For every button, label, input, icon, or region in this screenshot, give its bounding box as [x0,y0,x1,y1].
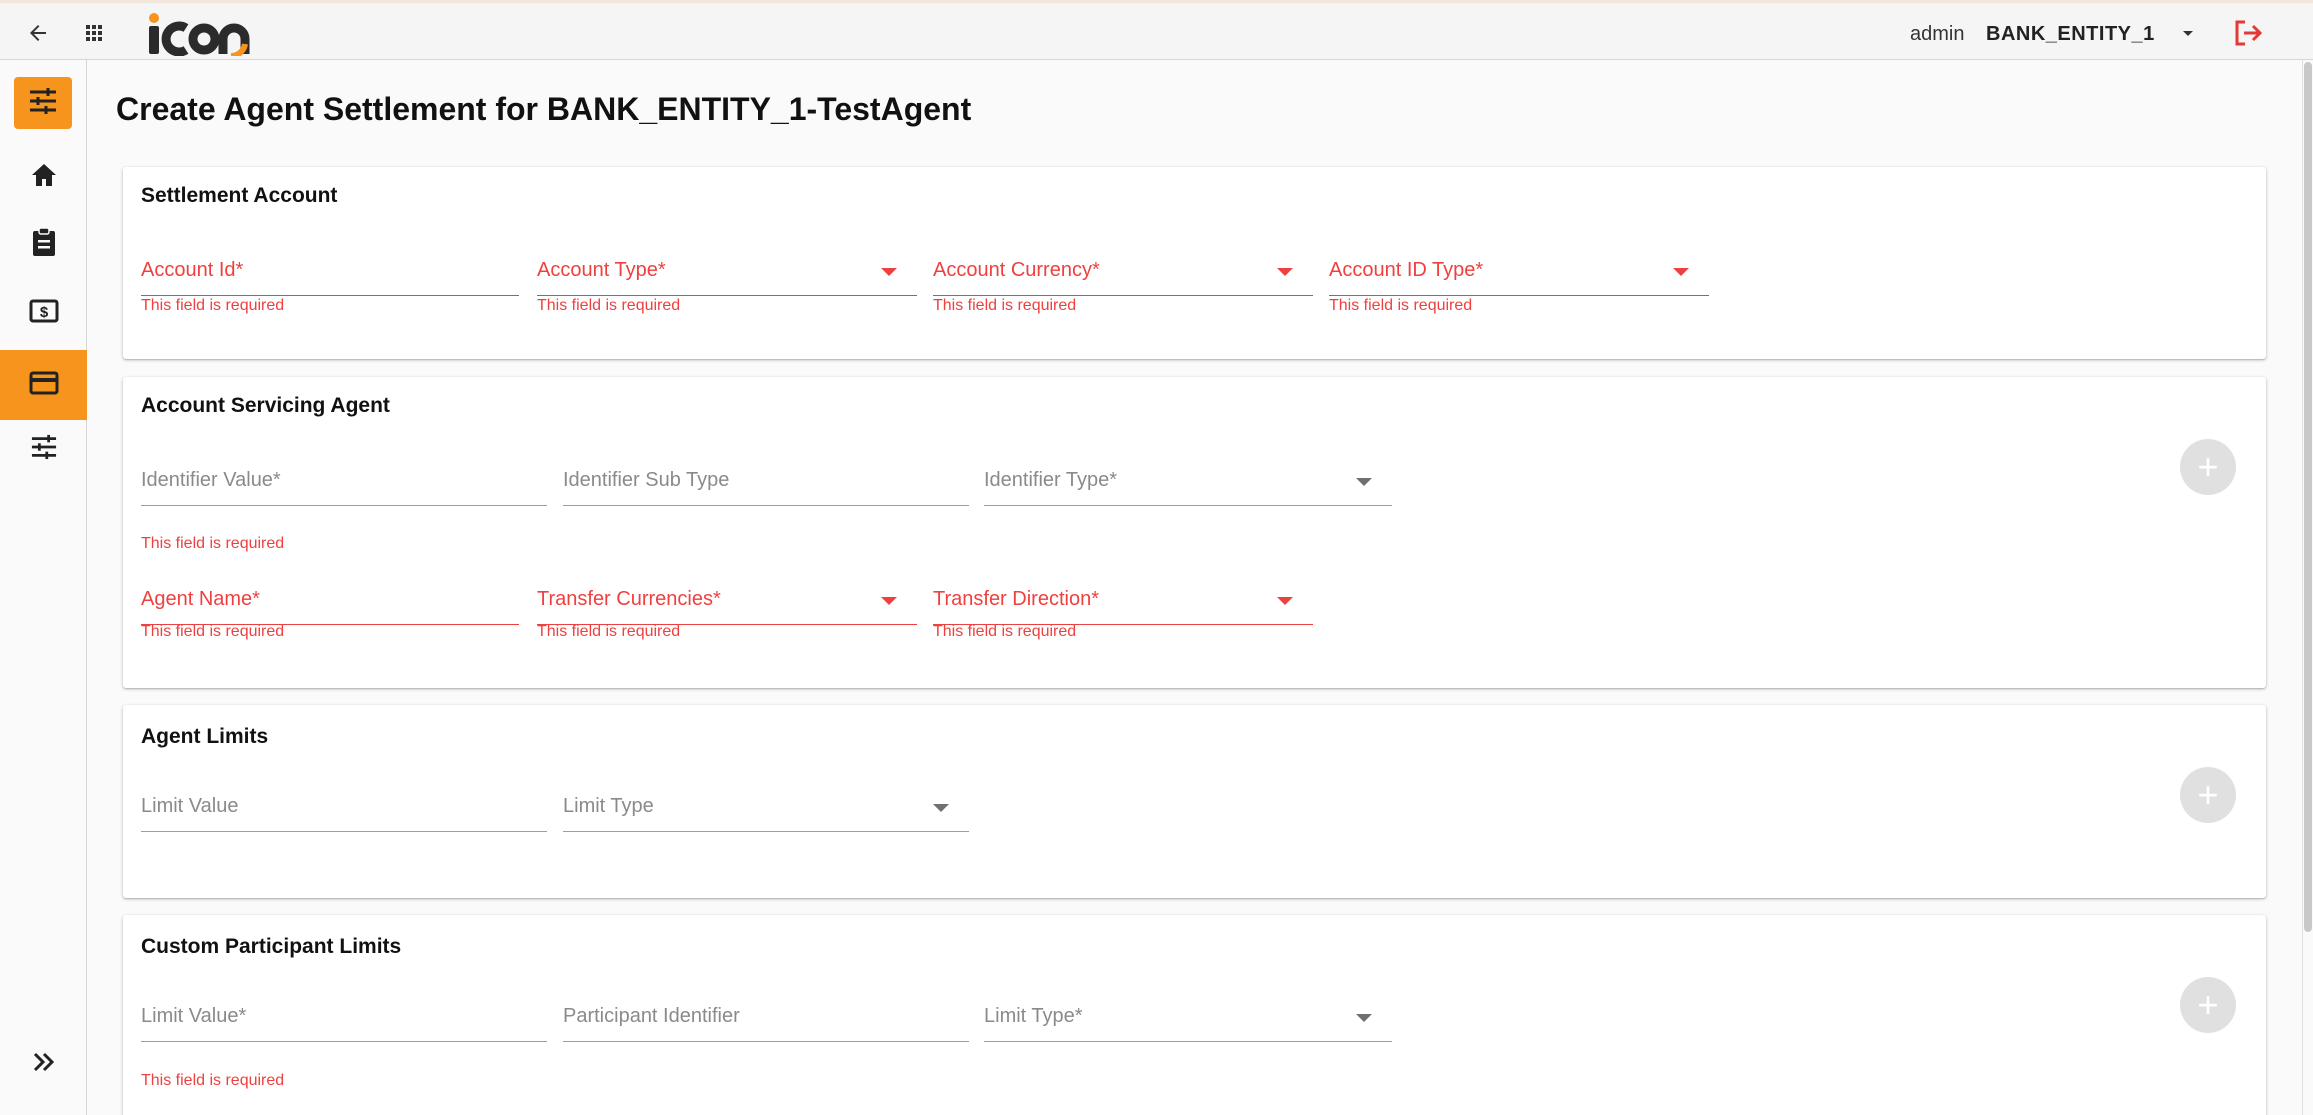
top-bar: admin BANK_ENTITY_1 [0,0,2313,60]
card-title: Account Servicing Agent [141,394,390,417]
field-label: Account Id* [141,259,244,281]
dropdown-arrow-icon [1277,597,1293,605]
error-message: This field is required [141,623,285,640]
error-message: This field is required [141,297,285,314]
card-icon [29,371,59,400]
error-message: This field is required [933,623,1077,640]
field-label: Transfer Direction* [933,588,1099,610]
transfer-direction-select[interactable]: Transfer Direction* [933,585,1313,625]
error-message: This field is required [141,535,285,552]
card-title: Custom Participant Limits [141,935,402,958]
dropdown-arrow-icon [1673,268,1689,276]
limit-type-select[interactable]: Limit Type [563,792,969,832]
field-label: Limit Value [141,795,239,817]
page-title: Create Agent Settlement for BANK_ENTITY_… [116,91,972,127]
transfer-currencies-select[interactable]: Transfer Currencies* [537,585,917,625]
plus-icon: + [2197,984,2219,1025]
app-logo[interactable] [146,12,261,60]
apps-grid-icon[interactable] [74,3,114,63]
plus-icon: + [2197,446,2219,487]
dollar-icon: $ [29,298,59,329]
svg-text:$: $ [39,304,48,321]
card-title: Settlement Account [141,184,338,207]
field-label: Account Currency* [933,259,1100,281]
error-message: This field is required [933,297,1077,314]
account-servicing-agent-card: Account Servicing Agent Identifier Value… [123,377,2266,688]
card-title: Agent Limits [141,725,269,748]
home-icon [30,162,58,193]
error-message: This field is required [537,623,681,640]
field-label: Limit Type* [984,1005,1083,1027]
field-label: Identifier Value* [141,469,281,491]
error-message: This field is required [141,1072,285,1089]
field-label: Limit Type [563,795,654,817]
tune-icon [28,87,58,120]
field-label: Identifier Sub Type [563,469,730,491]
scrollbar-thumb[interactable] [2304,62,2312,932]
limit-value-field[interactable]: Limit Value* [141,1002,547,1042]
sidebar-item-settings[interactable] [0,414,87,484]
dropdown-arrow-icon [881,597,897,605]
back-arrow-icon[interactable] [18,3,58,63]
sidebar-expand-button[interactable] [0,1029,87,1099]
identifier-value-field[interactable]: Identifier Value* [141,466,547,506]
sidebar-item-payments[interactable]: $ [0,278,87,348]
limit-value-field[interactable]: Limit Value [141,792,547,832]
username: admin [1910,23,1965,45]
dropdown-arrow-icon [1277,268,1293,276]
entity-selector[interactable]: BANK_ENTITY_1 [1986,23,2155,45]
limit-type-select[interactable]: Limit Type* [984,1002,1392,1042]
identifier-sub-type-field[interactable]: Identifier Sub Type [563,466,969,506]
account-id-type-select[interactable]: Account ID Type* [1329,256,1709,296]
field-label: Account ID Type* [1329,259,1484,281]
sidebar-item-assignments[interactable] [0,209,87,279]
dropdown-arrow-icon [933,804,949,812]
add-limit-button[interactable]: + [2180,767,2236,823]
account-currency-select[interactable]: Account Currency* [933,256,1313,296]
field-label: Identifier Type* [984,469,1118,491]
sidebar-item-menu[interactable] [14,77,72,129]
account-id-field[interactable]: Account Id* [141,256,519,296]
settlement-account-card: Settlement Account Account Id* This fiel… [123,167,2266,359]
add-participant-limit-button[interactable]: + [2180,977,2236,1033]
field-label: Account Type* [537,259,666,281]
sidebar: $ [0,60,87,1115]
field-label: Transfer Currencies* [537,588,721,610]
agent-name-field[interactable]: Agent Name* [141,585,519,625]
dropdown-arrow-icon [1356,478,1372,486]
sidebar-item-settlement[interactable] [0,350,87,420]
clipboard-icon [31,226,57,262]
tune-icon [30,434,58,465]
error-message: This field is required [537,297,681,314]
field-label: Agent Name* [141,588,260,610]
account-type-select[interactable]: Account Type* [537,256,917,296]
sidebar-item-home[interactable] [0,142,87,212]
plus-icon: + [2197,774,2219,815]
custom-participant-limits-card: Custom Participant Limits Limit Value* P… [123,915,2266,1115]
participant-identifier-field[interactable]: Participant Identifier [563,1002,969,1042]
chevron-down-icon[interactable] [2178,3,2198,63]
identifier-type-select[interactable]: Identifier Type* [984,466,1392,506]
field-label: Limit Value* [141,1005,247,1027]
error-message: This field is required [1329,297,1473,314]
dropdown-arrow-icon [1356,1014,1372,1022]
agent-limits-card: Agent Limits Limit Value Limit Type + [123,705,2266,898]
dropdown-arrow-icon [881,268,897,276]
logout-icon[interactable] [2228,3,2268,63]
double-chevron-right-icon [32,1051,56,1078]
field-label: Participant Identifier [563,1005,740,1027]
add-identifier-button[interactable]: + [2180,439,2236,495]
